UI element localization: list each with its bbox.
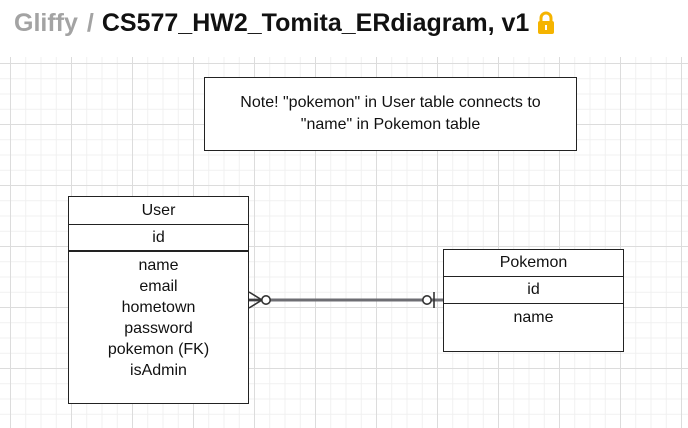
document-title[interactable]: CS577_HW2_Tomita_ERdiagram, v1 — [101, 8, 530, 37]
app-name-link[interactable]: Gliffy — [14, 8, 78, 37]
entity-attributes: name email hometown password pokemon (FK… — [69, 252, 248, 381]
user-entity[interactable]: User id name email hometown password pok… — [68, 196, 249, 404]
entity-title: User — [69, 197, 248, 225]
entity-key-field: id — [69, 225, 248, 252]
breadcrumb-separator: / — [86, 8, 94, 37]
pokemon-entity[interactable]: Pokemon id name — [443, 249, 624, 352]
entity-attribute: email — [139, 278, 178, 295]
note-box[interactable]: Note! "pokemon" in User table connects t… — [204, 77, 577, 151]
entity-key-field: id — [444, 277, 623, 304]
entity-title: Pokemon — [444, 250, 623, 277]
entity-attribute: isAdmin — [130, 362, 187, 379]
lock-icon[interactable] — [535, 10, 557, 36]
entity-attribute: name — [138, 257, 179, 274]
entity-attribute: hometown — [121, 299, 196, 316]
title-row: Gliffy / CS577_HW2_Tomita_ERdiagram, v1 — [14, 6, 557, 40]
note-line-1: Note! "pokemon" in User table connects t… — [240, 94, 541, 111]
entity-attributes: name — [444, 304, 623, 328]
entity-attribute: name — [513, 309, 554, 326]
header-bar: Gliffy / CS577_HW2_Tomita_ERdiagram, v1 — [0, 0, 688, 48]
note-line-2: "name" in Pokemon table — [300, 116, 481, 133]
entity-attribute: pokemon (FK) — [107, 341, 210, 358]
entity-attribute: password — [124, 320, 193, 337]
